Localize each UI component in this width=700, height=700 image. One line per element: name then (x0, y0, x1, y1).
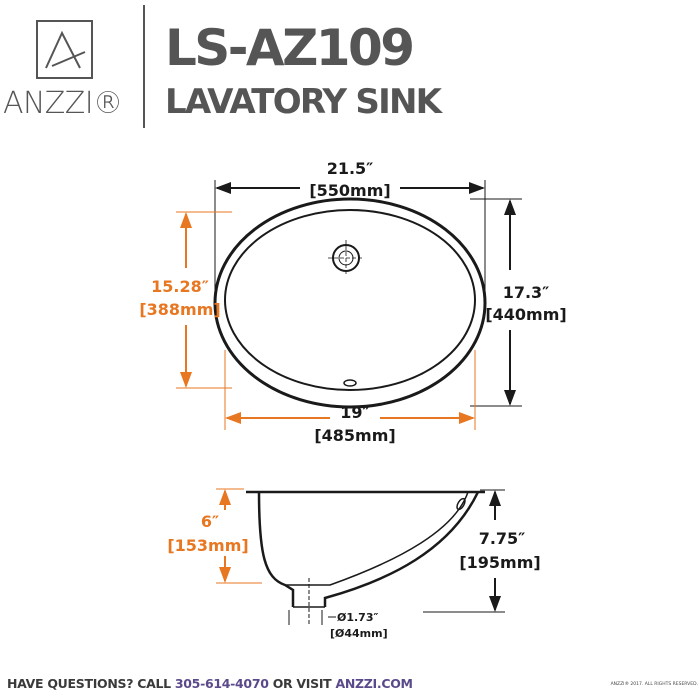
footer-text: OR VISIT (268, 676, 336, 691)
dimension-basin-width: 19″ [485mm] (224, 350, 476, 445)
dimension-total-height: 7.75″ [195mm] (423, 489, 541, 613)
website-link[interactable]: ANZZI.COM (335, 676, 413, 691)
svg-text:[388mm]: [388mm] (139, 300, 220, 319)
svg-text:[195mm]: [195mm] (459, 553, 540, 572)
svg-text:21.5″: 21.5″ (327, 159, 374, 178)
svg-text:[550mm]: [550mm] (309, 181, 390, 200)
overflow-icon (343, 379, 357, 387)
copyright: ANZZI® 2017. ALL RIGHTS RESERVED. (610, 682, 698, 687)
svg-text:[Ø44mm]: [Ø44mm] (330, 627, 388, 640)
svg-text:19″: 19″ (340, 403, 369, 422)
phone-link[interactable]: 305-614-4070 (174, 676, 269, 691)
svg-text:Ø1.73″: Ø1.73″ (337, 611, 378, 624)
svg-text:15.28″: 15.28″ (151, 277, 209, 296)
svg-text:[440mm]: [440mm] (485, 305, 566, 324)
dimension-overall-depth: 17.3″ [440mm] (470, 198, 567, 407)
model-number: LS-AZ109 (165, 19, 415, 77)
svg-text:[153mm]: [153mm] (167, 536, 248, 555)
svg-text:17.3″: 17.3″ (503, 283, 550, 302)
footer-contact: HAVE QUESTIONS? CALL 305-614-4070 OR VIS… (7, 676, 413, 691)
svg-text:6″: 6″ (201, 512, 219, 531)
dimension-basin-depth: 15.28″ [388mm] (139, 211, 232, 389)
dimension-drain-diameter: Ø1.73″ [Ø44mm] (288, 610, 388, 640)
anzzi-logo: ANZZI® (3, 20, 123, 121)
product-title: LAVATORY SINK (165, 82, 444, 122)
svg-text:[485mm]: [485mm] (314, 426, 395, 445)
dimension-bowl-depth: 6″ [153mm] (167, 488, 262, 584)
side-view (246, 490, 485, 625)
dimension-overall-width: 21.5″ [550mm] (214, 159, 486, 290)
inner-basin (224, 209, 476, 391)
svg-text:7.75″: 7.75″ (479, 529, 526, 548)
footer-text: HAVE QUESTIONS? CALL (7, 676, 175, 691)
outer-rim (213, 197, 487, 409)
logo-text: ANZZI® (3, 86, 123, 121)
top-view (213, 197, 487, 409)
